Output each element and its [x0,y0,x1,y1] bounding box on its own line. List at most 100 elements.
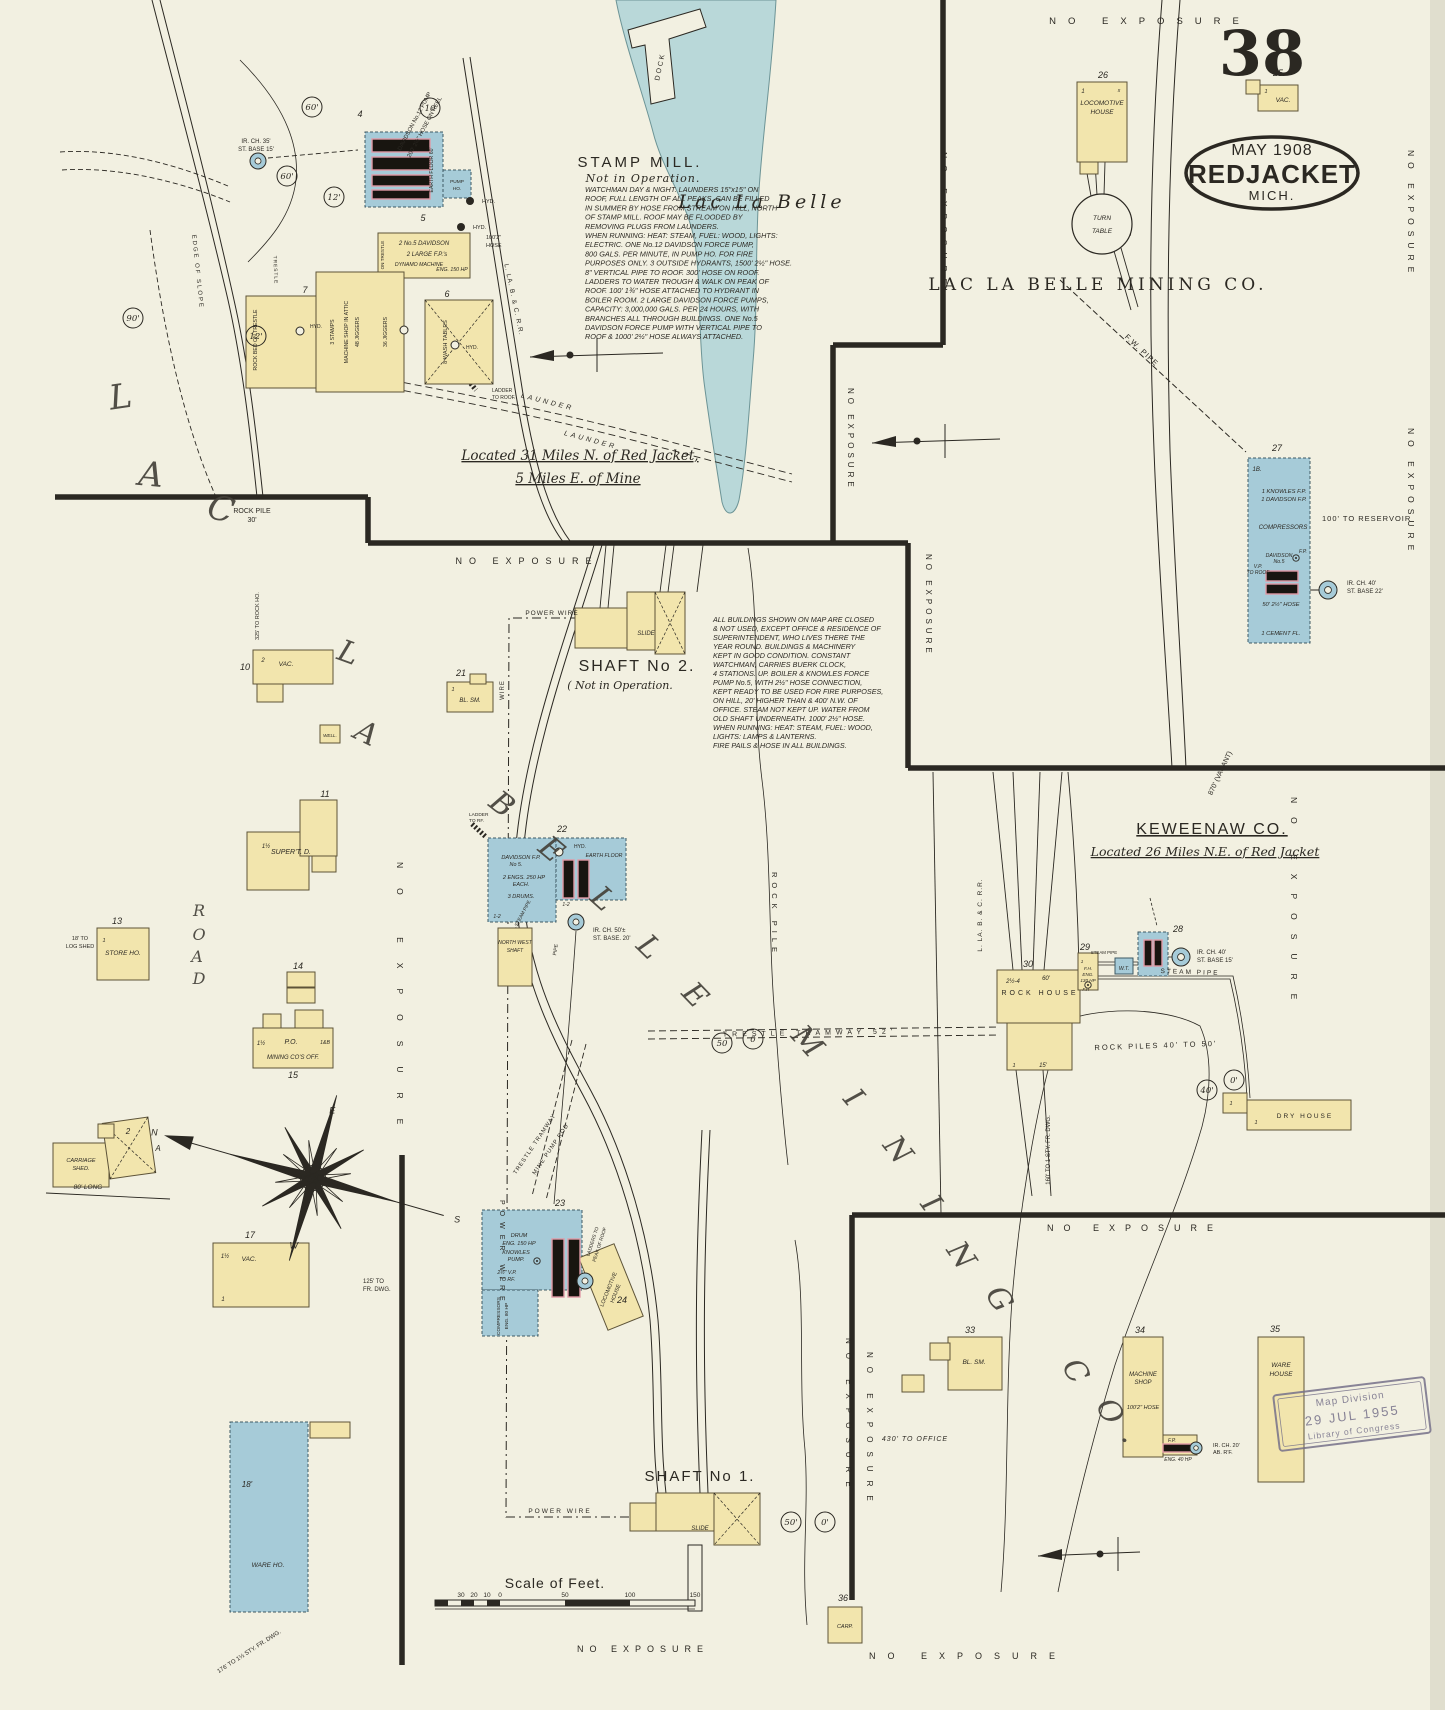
roof-diagonal [424,299,494,385]
street-letter: A [134,454,165,496]
circled-number-text: 0 [750,1035,756,1045]
map-label: CARRIAGE [66,1158,95,1164]
building-footprint [52,1142,110,1188]
note-line: CAPACITY: 3,000,000 GALS. PER 24 HOURS, … [585,305,760,314]
survey-arrow [1037,1537,1141,1571]
map-label: LOCOMOTIVE [1080,100,1124,107]
map-label: BL. SM. [459,698,480,704]
map-label: WARE HO. [252,1562,285,1569]
map-label: IR. CH. 40' [1197,950,1226,956]
map-label: 4 [357,109,362,119]
building-footprint [252,1027,334,1069]
fp-ring [533,1257,541,1265]
fp-ring [1292,554,1300,562]
map-line [607,544,615,609]
map-label: 1 DAVIDSON F.P. [1261,497,1307,503]
note-line: 8" VERTICAL PIPE TO ROOF. 300' HOSE ON R… [585,268,759,277]
map-label: 30' [247,517,256,524]
circle-outline [814,1511,836,1533]
building-footprint [96,927,150,981]
map-label: Lac La Belle [677,191,845,213]
building-footprint [1257,1336,1305,1483]
iron-chimney-icon [249,152,267,170]
map-label: ST. BASE 22' [1347,589,1383,595]
building-footprint [262,1013,282,1029]
chimney-inner [1324,586,1332,594]
map-label: CARP. [837,1624,853,1630]
map-label: 1 KNOWLES F.P. [1262,489,1307,495]
map-label: 21 [455,668,466,678]
map-label: SHAFT No 2. [579,658,696,675]
building-footprint [574,607,628,649]
map-label: DYNAMO MACHINE [395,262,444,268]
turn-table-label: TABLE [1092,228,1113,235]
map-label: SUPER'T. D. [271,849,311,856]
map-label: EARTH FLOOR 60' [429,147,435,192]
map-label: HOUSE [1090,109,1114,116]
map-label: NO EXPOSURE [577,1644,709,1654]
scale-tick-label: 0 [498,1592,502,1599]
note-line: WHEN RUNNING: HEAT: STEAM, FUEL: WOOD, [713,723,873,732]
iron-chimney-icon [1189,1441,1203,1455]
map-label: 1-2 [562,902,569,908]
scale-tick-label: 100 [625,1592,636,1599]
note-line: ROOF, FULL LENGTH OF ALL PEAKS, CAN BE F… [585,194,770,203]
map-label: 25 [1272,68,1284,78]
map-label: VAC. [1276,97,1291,104]
map-line [695,1129,703,1494]
circled-number: 50 [711,1032,733,1054]
map-label: ENG. 80 HP [504,1303,510,1329]
map-label: POWER WIRE [498,1200,505,1307]
map-label: SHAFT [507,948,524,954]
scale-cell [461,1600,474,1606]
map-label: 6 [444,289,449,299]
map-label: POWER WIRE [528,1508,591,1515]
map-label: 1 [1264,89,1267,95]
map-label: 125' TO [363,1279,384,1285]
building-footprint [1114,957,1134,975]
map-label: MAY 1908 [1231,142,1312,159]
circle-outline [301,96,323,118]
map-label: NO EXPOSURE [846,388,855,491]
circle-outline [419,97,441,119]
map-label: DAVIDSON F.P. [501,855,540,861]
map-line [1067,771,1080,969]
map-label: NO EXPOSURE [1289,797,1299,1013]
building-roof-lines [713,1492,761,1546]
map-label: 35 [1270,1324,1281,1334]
building-footprint [827,1606,863,1644]
chimney-inner [572,918,580,926]
map-label: HYD. [310,324,322,330]
map-line [151,0,258,498]
map-label: F.P. [1083,987,1090,992]
scale-tick-label: 20 [470,1592,478,1599]
building-footprint [1079,161,1099,175]
map-label: NO EXPOSURE [865,1352,874,1510]
survey-arrow [529,338,664,372]
iron-chimney-icon [576,1272,594,1290]
map-label: TRESTLE [272,256,279,285]
map-label: L. LA. B. & C. R.R. [977,878,984,951]
fp-ring [1084,981,1092,989]
map-label: 2 No.5 DAVIDSON [398,241,450,247]
map-label: 5 [420,213,426,223]
compass-needle [178,1138,444,1216]
circled-number-text: 40' [1199,1086,1213,1096]
circled-number-text: 50' [784,1518,797,1528]
fp-dot [536,1260,538,1262]
iron-chimney-icon [1318,580,1338,600]
note-line: FIRE PAILS & HOSE IN ALL BUILDINGS. [713,741,847,750]
machinery-bar [1265,570,1299,582]
map-line [59,151,229,187]
chimney-inner [581,1277,589,1285]
map-label: WARE [1271,1362,1291,1369]
circled-number-text: 12' [249,332,262,342]
circled-number: 10 [419,97,441,119]
circled-number-text: 12' [327,193,340,203]
map-line [794,1239,808,1626]
map-label: 1 [451,687,454,693]
building-footprint [229,1421,309,1613]
map-label: TO ROOF. [492,395,516,401]
roof-diagonal [654,591,686,655]
